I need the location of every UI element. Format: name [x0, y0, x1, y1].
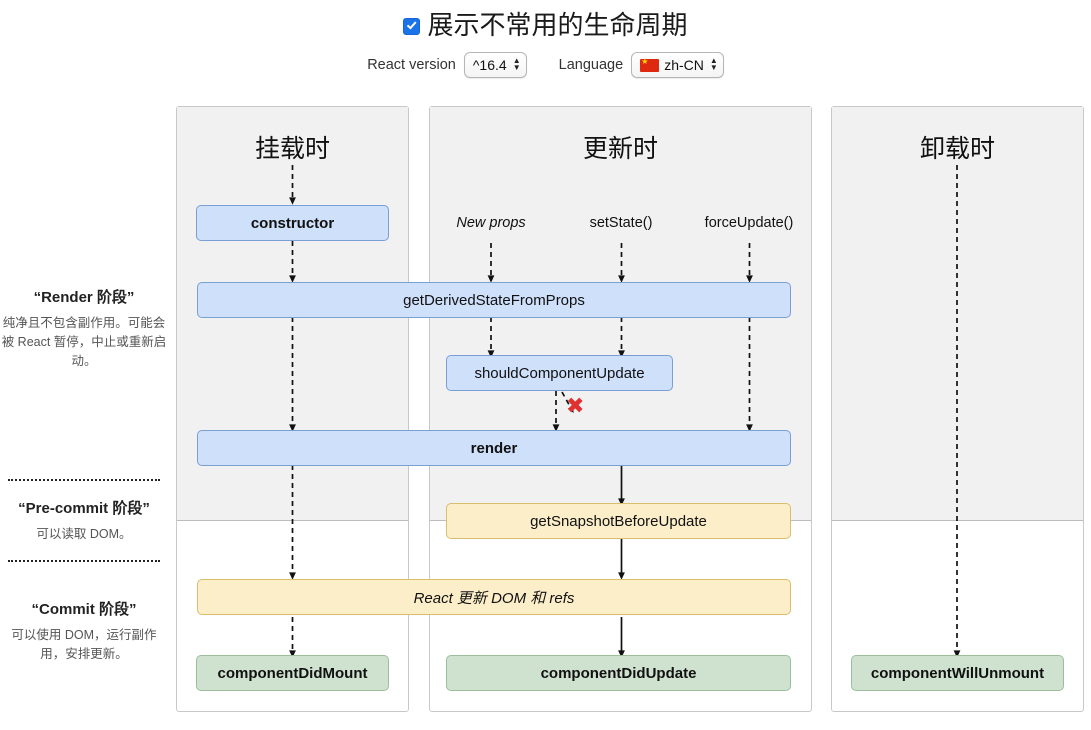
checkbox-checked-icon[interactable]: [403, 17, 421, 35]
box-react-updates-dom-and-refs[interactable]: React 更新 DOM 和 refs: [197, 579, 791, 615]
legend-divider-top: [8, 479, 160, 481]
legend-commit-phase: “Commit 阶段” 可以使用 DOM，运行副作用，安排更新。: [0, 598, 168, 664]
box-should-component-update[interactable]: shouldComponentUpdate: [446, 355, 673, 391]
panel-title: 卸载时: [919, 135, 995, 163]
phase-legend: “Render 阶段” 纯净且不包含副作用。可能会被 React 暂停，中止或重…: [0, 100, 168, 720]
controls-row: React version ^16.4 ▲▼ Language zh-CN ▲▼: [0, 52, 1091, 78]
stepper-arrows-icon[interactable]: ▲▼: [709, 56, 718, 72]
box-constructor[interactable]: constructor: [196, 205, 389, 241]
trigger-set-state: setState(): [589, 215, 653, 231]
box-render[interactable]: render: [197, 430, 791, 466]
page-title: 展示不常用的生命周期: [427, 10, 688, 40]
stepper-arrows-icon[interactable]: ▲▼: [512, 56, 521, 72]
china-flag-icon: [640, 55, 660, 72]
box-component-did-update[interactable]: componentDidUpdate: [446, 655, 791, 691]
react-version-group: React version ^16.4 ▲▼: [367, 52, 527, 78]
trigger-new-props: New props: [456, 215, 526, 231]
legend-divider-bottom: [8, 560, 160, 562]
box-component-did-mount[interactable]: componentDidMount: [196, 655, 389, 691]
show-uncommon-lifecycles-toggle[interactable]: 展示不常用的生命周期: [403, 8, 688, 42]
legend-description: 纯净且不包含副作用。可能会被 React 暂停，中止或重新启动。: [1, 316, 167, 368]
react-version-select[interactable]: ^16.4 ▲▼: [463, 52, 527, 78]
legend-render-phase: “Render 阶段” 纯净且不包含副作用。可能会被 React 暂停，中止或重…: [0, 286, 168, 371]
language-label: Language: [558, 57, 624, 73]
header-controls: 展示不常用的生命周期 React version ^16.4 ▲▼ Langua…: [0, 0, 1091, 96]
language-group: Language zh-CN ▲▼: [559, 52, 724, 78]
react-version-label: React version: [367, 57, 456, 73]
legend-title: “Render 阶段”: [33, 289, 135, 306]
box-get-snapshot-before-update[interactable]: getSnapshotBeforeUpdate: [446, 503, 791, 539]
title-row: 展示不常用的生命周期: [0, 8, 1091, 42]
panel-mounting: 挂载时: [176, 106, 409, 712]
legend-title: “Commit 阶段”: [31, 601, 137, 618]
panel-render-shade: [832, 107, 1083, 521]
language-value: zh-CN: [664, 57, 704, 73]
legend-precommit-phase: “Pre-commit 阶段” 可以读取 DOM。: [0, 497, 168, 544]
legend-description: 可以读取 DOM。: [36, 527, 132, 541]
panel-title: 挂载时: [254, 135, 330, 163]
language-select[interactable]: zh-CN ▲▼: [631, 52, 724, 78]
panel-updating: 更新时: [429, 106, 812, 712]
panel-unmounting: 卸载时: [831, 106, 1084, 712]
box-component-will-unmount[interactable]: componentWillUnmount: [851, 655, 1064, 691]
box-get-derived-state-from-props[interactable]: getDerivedStateFromProps: [197, 282, 791, 318]
panel-title: 更新时: [582, 135, 658, 163]
skip-render-x-icon: ✖: [566, 393, 585, 418]
react-version-value: ^16.4: [472, 57, 507, 73]
legend-description: 可以使用 DOM，运行副作用，安排更新。: [11, 628, 157, 661]
trigger-force-update: forceUpdate(): [704, 215, 794, 231]
legend-title: “Pre-commit 阶段”: [18, 500, 150, 517]
